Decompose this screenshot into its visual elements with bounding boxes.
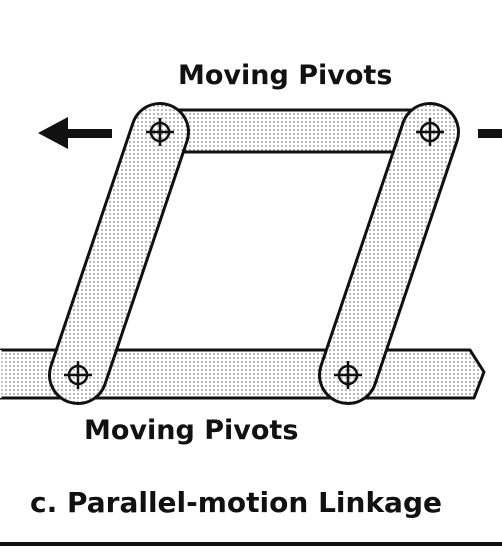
figure-caption: c. Parallel-motion Linkage <box>30 486 442 519</box>
left-crank <box>51 105 187 402</box>
bottom-pivots-label: Moving Pivots <box>84 415 299 446</box>
coupler-link <box>158 108 432 154</box>
top-pivots-label: Moving Pivots <box>178 60 393 91</box>
pivot-top-right-icon <box>416 118 444 146</box>
arrow-left-icon <box>38 117 112 149</box>
bottom-rule <box>0 542 502 546</box>
pivot-top-left-icon <box>146 118 174 146</box>
right-crank <box>321 105 457 402</box>
pivot-bottom-right-icon <box>334 361 362 389</box>
arrow-right-icon <box>478 129 502 138</box>
pivot-bottom-left-icon <box>64 361 92 389</box>
